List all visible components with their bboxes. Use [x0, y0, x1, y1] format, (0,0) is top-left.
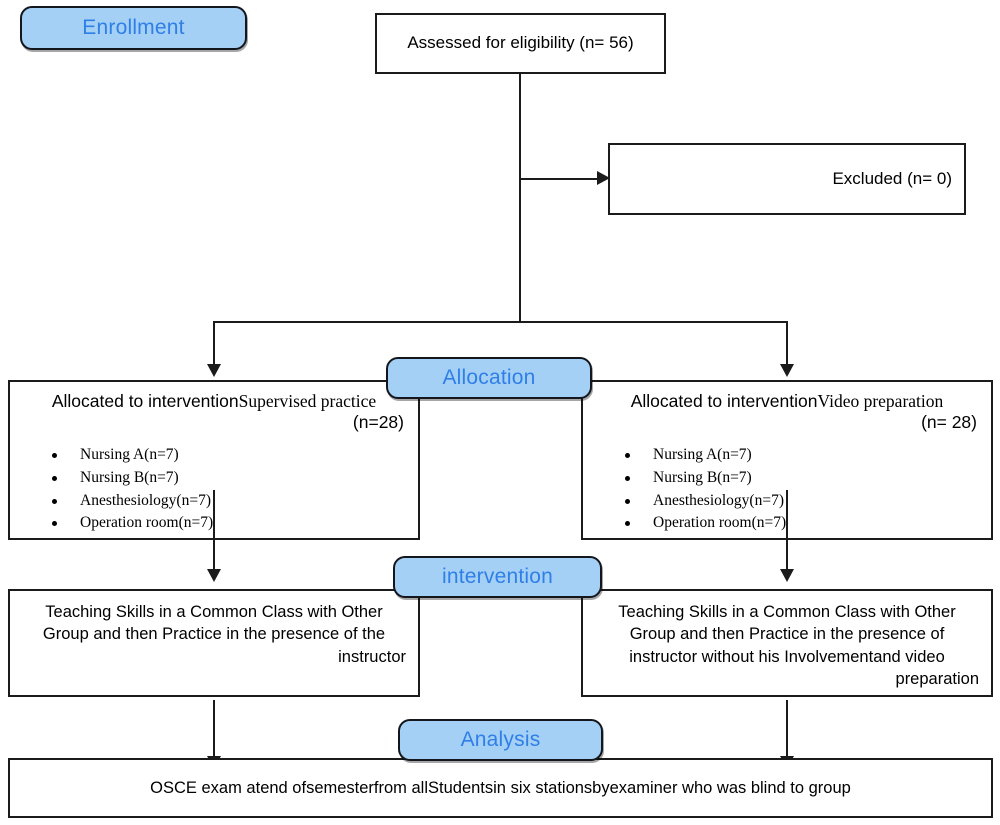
- intervention-left-line2: Group and then Practice in the presence …: [42, 625, 386, 644]
- list-item: Operation room(n=7): [10, 512, 418, 535]
- list-item: Operation room(n=7): [583, 512, 991, 535]
- allocation-right-count: (n= 28): [921, 412, 977, 433]
- allocation-left-header-line1: Allocated to interventionSupervised prac…: [10, 391, 418, 412]
- allocation-left-count: (n=28): [352, 412, 404, 433]
- excluded-text: Excluded (n= 0): [832, 168, 952, 188]
- connector-right-intervention-to-analysis: [786, 700, 788, 757]
- stage-label-allocation: Allocation: [386, 357, 592, 399]
- excluded-box: Excluded (n= 0): [608, 143, 966, 215]
- allocation-left-header: Allocated to interventionSupervised prac…: [10, 391, 418, 434]
- assessed-for-eligibility-text: Assessed for eligibility (n= 56): [407, 33, 634, 53]
- allocation-right-bullet-list: Nursing A(n=7) Nursing B(n=7) Anesthesio…: [583, 444, 991, 535]
- intervention-right-line2: Group and then Practice in the presence …: [629, 625, 945, 644]
- allocation-right-header: Allocated to interventionVideo preparati…: [583, 391, 991, 434]
- list-item: Nursing B(n=7): [10, 467, 418, 490]
- stage-label-intervention: intervention: [393, 556, 602, 598]
- assessed-for-eligibility-box: Assessed for eligibility (n= 56): [375, 13, 666, 74]
- arrow-allocation-right-icon: [780, 364, 794, 377]
- stage-label-analysis: Analysis: [398, 719, 603, 761]
- stage-label-enrollment: Enrollment: [20, 6, 247, 50]
- arrow-allocation-left-icon: [207, 364, 221, 377]
- connector-left-intervention-to-analysis: [213, 700, 215, 757]
- arrow-left-intervention-icon: [207, 569, 221, 582]
- list-item: Nursing A(n=7): [10, 444, 418, 467]
- intervention-right-line4: preparation: [895, 670, 979, 689]
- connector-allocation-split: [213, 321, 787, 323]
- stage-label-enrollment-text: Enrollment: [82, 16, 185, 39]
- connector-allocation-right-drop: [786, 321, 788, 365]
- connector-assessed-down: [519, 74, 521, 322]
- intervention-box-left: Teaching Skills in a Common Class with O…: [8, 589, 420, 697]
- stage-label-allocation-text: Allocation: [442, 366, 536, 389]
- connector-right-alloc-to-intervention: [786, 490, 788, 570]
- list-item: Anesthesiology(n=7): [583, 490, 991, 513]
- allocation-box-left: Allocated to interventionSupervised prac…: [8, 380, 420, 540]
- arrow-right-intervention-icon: [780, 569, 794, 582]
- intervention-right-line3: instructor without his Involvementand vi…: [629, 647, 945, 666]
- list-item: Nursing B(n=7): [583, 467, 991, 490]
- allocation-left-arm-name: Supervised practice: [238, 391, 377, 411]
- intervention-left-line3: instructor: [338, 647, 406, 666]
- connector-to-excluded: [519, 178, 598, 180]
- list-item: Nursing A(n=7): [583, 444, 991, 467]
- analysis-outcome-text: OSCE exam atend ofsemesterfrom allStuden…: [150, 778, 851, 797]
- intervention-left-line1: Teaching Skills in a Common Class with O…: [45, 603, 383, 621]
- allocation-right-header-line1: Allocated to interventionVideo preparati…: [583, 391, 991, 412]
- analysis-outcome-box: OSCE exam atend ofsemesterfrom allStuden…: [8, 758, 993, 818]
- allocation-right-intervention-label: Allocated to intervention: [630, 391, 818, 411]
- allocation-left-bullet-list: Nursing A(n=7) Nursing B(n=7) Anesthesio…: [10, 444, 418, 535]
- intervention-right-text: Teaching Skills in a Common Class with O…: [583, 601, 991, 691]
- connector-left-alloc-to-intervention: [213, 490, 215, 570]
- allocation-right-arm-name: Video preparation: [817, 391, 944, 411]
- list-item: Anesthesiology(n=7): [10, 490, 418, 513]
- intervention-left-text: Teaching Skills in a Common Class with O…: [10, 601, 418, 668]
- connector-allocation-left-drop: [213, 321, 215, 365]
- arrow-to-excluded-icon: [597, 171, 610, 185]
- stage-label-intervention-text: intervention: [442, 565, 553, 588]
- intervention-box-right: Teaching Skills in a Common Class with O…: [581, 589, 993, 697]
- intervention-right-line1: Teaching Skills in a Common Class with O…: [618, 603, 956, 621]
- allocation-left-intervention-label: Allocated to intervention: [51, 391, 239, 411]
- stage-label-analysis-text: Analysis: [460, 728, 541, 751]
